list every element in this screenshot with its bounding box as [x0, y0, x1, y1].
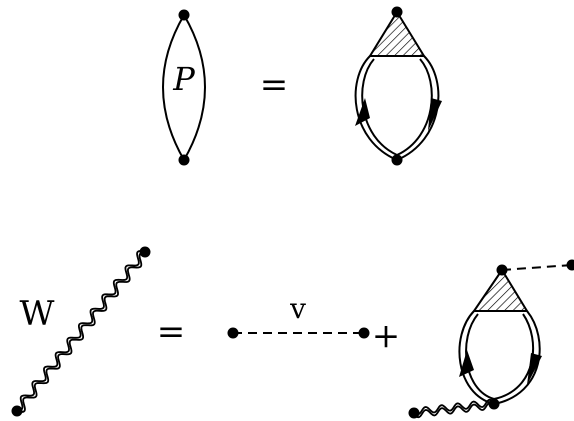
incoming-start-vertex	[408, 407, 420, 419]
bubble-right-arc	[183, 14, 206, 161]
equals-sign-top: =	[260, 65, 289, 105]
dressed-polarization-bubble	[354, 6, 442, 166]
green-function-right-inner	[396, 58, 433, 156]
vertex-triangle	[368, 10, 426, 57]
arrow-up-icon	[355, 98, 370, 126]
w-end-vertex	[139, 246, 151, 258]
green-function-left-inner	[361, 58, 398, 156]
wiggle-line-incoming-outer	[413, 398, 495, 416]
dressed-bottom-vertex	[391, 154, 403, 166]
v-label: v	[289, 292, 306, 325]
correction-bottom-vertex	[488, 398, 500, 410]
plus-sign: +	[372, 316, 401, 356]
screened-interaction-line	[11, 246, 151, 417]
w-label: W	[20, 294, 55, 334]
dressed-top-vertex	[391, 6, 403, 18]
wiggle-line-incoming-inner	[413, 401, 495, 419]
equals-sign-bottom: =	[157, 312, 186, 352]
arrow-down-icon	[527, 353, 542, 385]
v-dashed-line-outgoing	[501, 264, 573, 271]
wiggle-line-outer	[15, 249, 144, 411]
screened-interaction-equation: W = v +	[11, 246, 574, 419]
bubble-bottom-vertex	[178, 154, 190, 166]
wiggle-line-inner	[18, 252, 147, 414]
green-function-left-outer-2	[458, 310, 495, 405]
correction-top-vertex	[496, 264, 508, 276]
v-start-vertex	[227, 327, 239, 339]
arrow-up-icon	[459, 350, 474, 377]
arrow-down-icon	[428, 98, 442, 131]
bare-interaction-line: v	[227, 292, 370, 339]
bubble-left-arc	[162, 14, 185, 161]
bare-polarization-bubble: P	[162, 9, 206, 166]
w-start-vertex	[11, 405, 23, 417]
outgoing-end-vertex	[566, 259, 574, 271]
bubble-label: P	[172, 60, 195, 98]
correction-term	[408, 259, 574, 419]
v-end-vertex	[358, 327, 370, 339]
bubble-top-vertex	[178, 9, 190, 21]
vertex-triangle-2	[472, 268, 529, 312]
green-function-left-outer	[354, 55, 398, 161]
polarization-equation: P =	[162, 6, 442, 166]
